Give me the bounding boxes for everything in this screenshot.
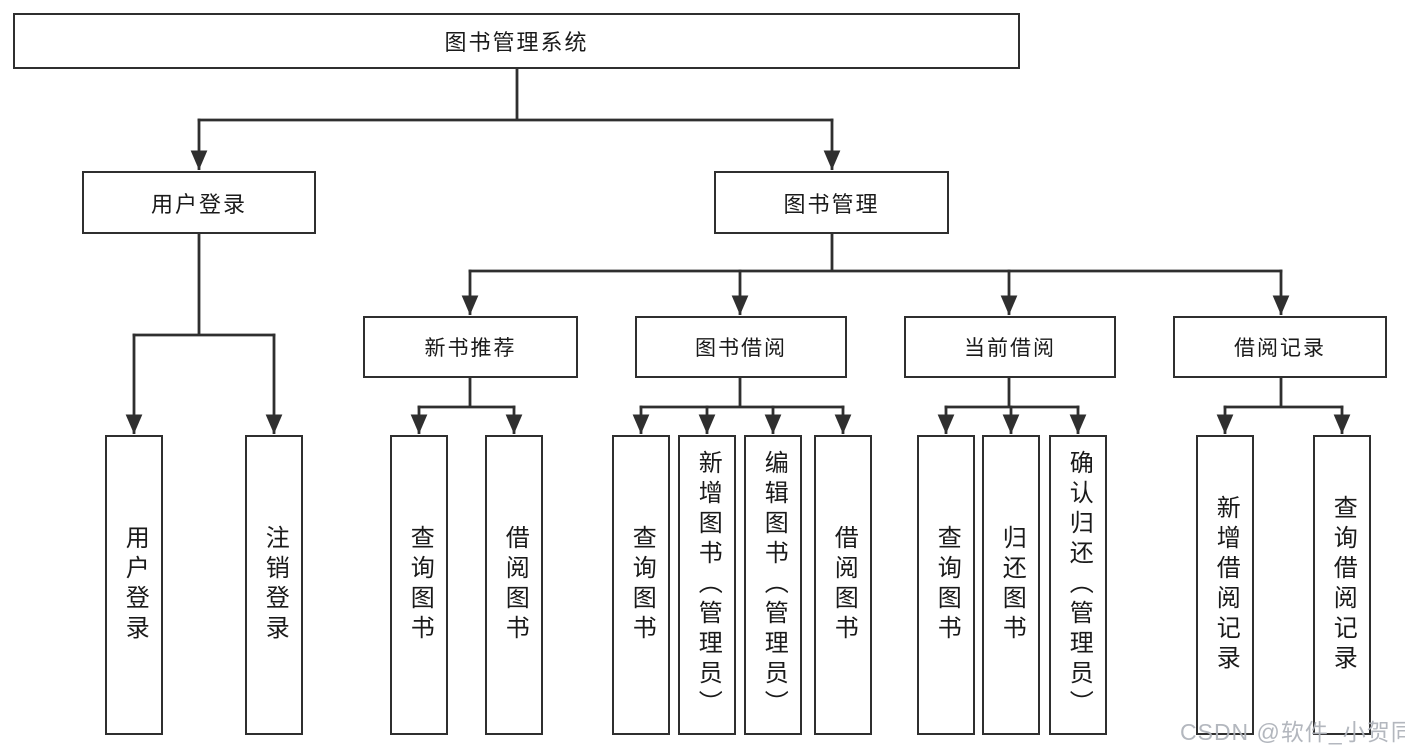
leaf-confirm-return-admin: 确认归还（管理员） [1049, 435, 1107, 735]
leaf-user-login-label: 用户登录 [121, 525, 149, 645]
node-current-borrowing: 当前借阅 [904, 316, 1116, 378]
csdn-watermark: CSDN @软件_小贺同学 [1180, 719, 1405, 745]
leaf-logout-login-label: 注销登录 [261, 525, 289, 645]
node-library-system-label: 图书管理系统 [444, 30, 589, 55]
leaf-query-borrow-record: 查询借阅记录 [1313, 435, 1371, 735]
node-library-system: 图书管理系统 [13, 13, 1020, 69]
leaf-user-login: 用户登录 [105, 435, 163, 735]
leaf-current-query-books: 查询图书 [917, 435, 975, 735]
leaf-return-books-label: 归还图书 [998, 525, 1026, 645]
leaf-newrec-borrow-books: 借阅图书 [485, 435, 543, 735]
leaf-borrow-query-books-label: 查询图书 [628, 525, 656, 645]
leaf-return-books: 归还图书 [982, 435, 1040, 735]
leaf-add-books-admin: 新增图书（管理员） [678, 435, 736, 735]
node-borrow-records-label: 借阅记录 [1234, 337, 1326, 360]
leaf-add-borrow-record-label: 新增借阅记录 [1212, 495, 1240, 675]
node-book-management: 图书管理 [714, 171, 949, 234]
leaf-newrec-query-books: 查询图书 [390, 435, 448, 735]
leaf-add-borrow-record: 新增借阅记录 [1196, 435, 1254, 735]
leaf-query-borrow-record-label: 查询借阅记录 [1329, 495, 1357, 675]
node-new-book-recommend: 新书推荐 [363, 316, 578, 378]
leaf-edit-books-admin-label: 编辑图书（管理员） [760, 450, 788, 720]
leaf-borrow-borrow-books: 借阅图书 [814, 435, 872, 735]
leaf-confirm-return-admin-label: 确认归还（管理员） [1065, 450, 1093, 720]
node-current-borrowing-label: 当前借阅 [964, 337, 1056, 360]
node-user-login: 用户登录 [82, 171, 316, 234]
node-book-management-label: 图书管理 [783, 191, 880, 217]
node-borrow-records: 借阅记录 [1173, 316, 1387, 378]
leaf-current-query-books-label: 查询图书 [933, 525, 961, 645]
node-user-login-label: 用户登录 [150, 191, 247, 217]
node-book-borrowing-label: 图书借阅 [695, 337, 787, 360]
leaf-borrow-borrow-books-label: 借阅图书 [830, 525, 858, 645]
leaf-borrow-query-books: 查询图书 [612, 435, 670, 735]
node-book-borrowing: 图书借阅 [635, 316, 847, 378]
leaf-logout-login: 注销登录 [245, 435, 303, 735]
node-new-book-recommend-label: 新书推荐 [424, 337, 517, 360]
leaf-add-books-admin-label: 新增图书（管理员） [694, 450, 722, 720]
leaf-newrec-query-books-label: 查询图书 [406, 525, 434, 645]
leaf-edit-books-admin: 编辑图书（管理员） [744, 435, 802, 735]
leaf-newrec-borrow-books-label: 借阅图书 [501, 525, 529, 645]
